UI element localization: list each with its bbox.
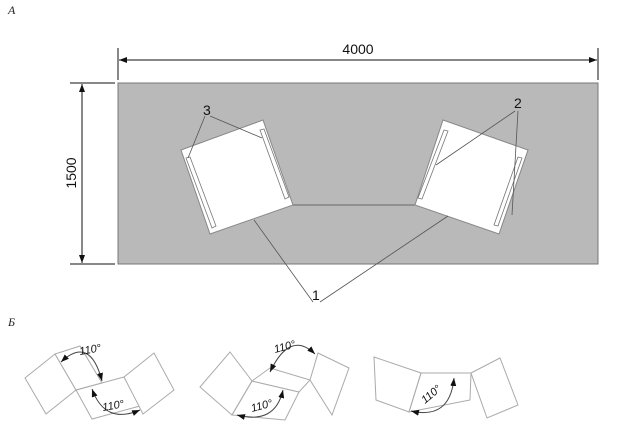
module-right [414,119,529,235]
panel-b-label: Б [7,315,15,329]
variant-2 [199,344,350,421]
height-dimension [70,82,115,265]
variant-1 [24,345,175,420]
width-dimension [117,48,599,80]
width-label: 4000 [342,41,373,57]
module-left [180,119,294,235]
panel-a-label: А [7,3,16,17]
variant-3 [373,356,519,419]
angle-label: 110° [273,338,298,355]
callout-1: 1 [312,287,320,303]
leader-lines [187,110,519,303]
angle-label: 110° [101,398,125,414]
angle-label: 110° [419,383,444,407]
angle-label: 110° [250,397,275,414]
callout-2: 2 [514,95,522,111]
angle-label: 110° [78,342,102,358]
callout-3: 3 [203,102,211,118]
height-label: 1500 [63,157,79,188]
